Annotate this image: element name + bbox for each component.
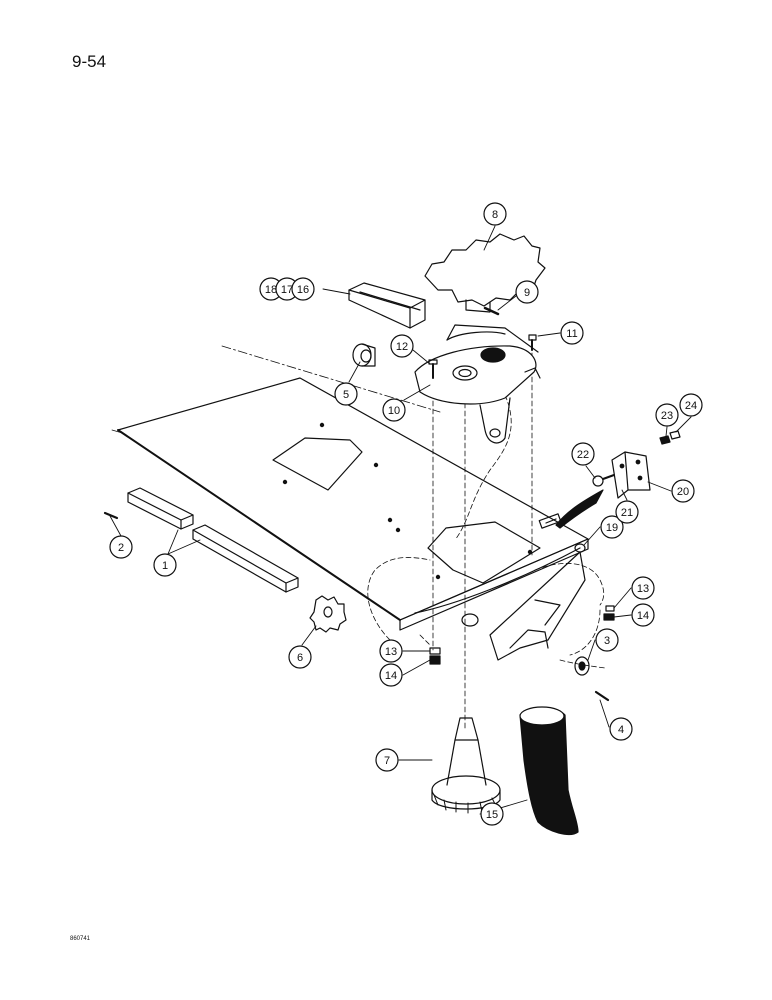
svg-text:1: 1 xyxy=(162,560,168,572)
bars xyxy=(127,487,299,593)
nuts-13-14-left xyxy=(429,647,441,665)
callout-11: 11 xyxy=(560,321,584,345)
svg-text:19: 19 xyxy=(606,522,618,534)
svg-text:12: 12 xyxy=(396,341,408,353)
svg-text:9: 9 xyxy=(524,287,530,299)
svg-text:11: 11 xyxy=(566,328,577,340)
document-code: 860741 xyxy=(70,936,91,942)
svg-text:14: 14 xyxy=(637,610,649,622)
svg-text:3: 3 xyxy=(604,635,610,647)
callout-23: 23 xyxy=(655,403,679,427)
spout-15 xyxy=(519,706,579,835)
callout-15: 15 xyxy=(480,802,504,826)
svg-text:24: 24 xyxy=(685,400,697,412)
svg-text:22: 22 xyxy=(577,449,589,461)
svg-text:10: 10 xyxy=(388,405,400,417)
bolt-22 xyxy=(592,474,615,487)
nuts-13-14-right xyxy=(603,605,615,621)
callout-19: 19 xyxy=(600,515,624,539)
callout-21: 21 xyxy=(615,500,639,524)
svg-text:13: 13 xyxy=(637,583,649,595)
svg-text:21: 21 xyxy=(621,507,633,519)
callout-14: 14 xyxy=(379,663,403,687)
sprocket-6 xyxy=(309,595,347,633)
callout-2: 2 xyxy=(109,535,133,559)
svg-text:18: 18 xyxy=(265,284,277,296)
callout-22: 22 xyxy=(571,442,595,466)
svg-text:15: 15 xyxy=(486,809,498,821)
svg-text:4: 4 xyxy=(618,724,624,736)
frame-plate xyxy=(117,377,589,661)
bolts-11-12 xyxy=(428,334,537,379)
callout-7: 7 xyxy=(375,748,399,772)
callout-13: 13 xyxy=(379,639,403,663)
svg-text:14: 14 xyxy=(385,670,397,682)
bracket-21 xyxy=(611,451,651,499)
block-16-17-18 xyxy=(348,282,426,329)
svg-text:8: 8 xyxy=(492,209,498,221)
callout-20: 20 xyxy=(671,479,695,503)
bushing-5 xyxy=(352,343,376,367)
callout-24: 24 xyxy=(679,393,703,417)
pin-4 xyxy=(594,690,610,702)
svg-text:17: 17 xyxy=(281,284,293,296)
curved-arrow xyxy=(555,489,604,529)
callout-18: 18 xyxy=(259,277,283,301)
callout-leaders xyxy=(109,225,692,815)
callout-3: 3 xyxy=(595,628,619,652)
pin-2 xyxy=(103,511,119,520)
svg-text:16: 16 xyxy=(297,284,309,296)
callout-1: 1 xyxy=(153,553,177,577)
housing-10 xyxy=(414,324,541,444)
callout-8: 8 xyxy=(483,202,507,226)
callout-13: 13 xyxy=(631,576,655,600)
nuts-23-24 xyxy=(659,430,681,445)
svg-text:5: 5 xyxy=(343,389,349,401)
svg-text:23: 23 xyxy=(661,410,673,422)
callout-10: 10 xyxy=(382,398,406,422)
sprocket-8 xyxy=(424,233,546,313)
svg-text:13: 13 xyxy=(385,646,397,658)
callout-9: 9 xyxy=(515,280,539,304)
gear-7 xyxy=(431,717,501,814)
page-number: 9-54 xyxy=(72,52,107,71)
callout-14: 14 xyxy=(631,603,655,627)
svg-text:20: 20 xyxy=(677,486,689,498)
leader-lines xyxy=(367,344,606,731)
svg-text:6: 6 xyxy=(297,652,303,664)
callout-4: 4 xyxy=(609,717,633,741)
callout-16: 16 xyxy=(291,277,315,301)
callout-6: 6 xyxy=(288,645,312,669)
washer-3 xyxy=(574,656,590,676)
callout-5: 5 xyxy=(334,382,358,406)
svg-text:2: 2 xyxy=(118,542,124,554)
svg-text:7: 7 xyxy=(384,755,390,767)
pin-9 xyxy=(483,306,500,316)
callout-12: 12 xyxy=(390,334,414,358)
